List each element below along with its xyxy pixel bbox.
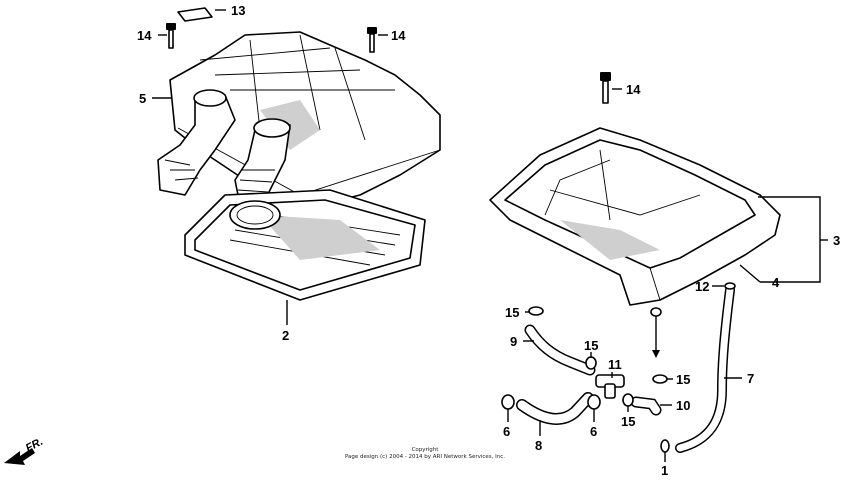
callout-3: 3 xyxy=(833,233,840,248)
label-sticker-13[interactable] xyxy=(177,7,213,22)
callout-14-right: 14 xyxy=(391,28,406,43)
callout-14-case: 14 xyxy=(626,82,641,97)
callout-9: 9 xyxy=(510,334,517,349)
callout-4: 4 xyxy=(772,275,780,290)
callout-6-left: 6 xyxy=(503,424,510,439)
callout-5: 5 xyxy=(139,91,146,106)
hose-10[interactable] xyxy=(630,396,662,416)
callout-12: 12 xyxy=(695,279,709,294)
drain-plug-1[interactable] xyxy=(660,439,670,453)
copyright-line-2: Page design (c) 2004 - 2014 by ARI Netwo… xyxy=(345,454,505,460)
clamp-15-b[interactable] xyxy=(585,356,597,370)
clamp-15-a[interactable] xyxy=(528,306,544,316)
air-cleaner-case[interactable] xyxy=(489,127,781,306)
callout-1: 1 xyxy=(661,463,668,478)
hose-8[interactable] xyxy=(516,392,594,425)
callout-11: 11 xyxy=(608,357,622,372)
bolt-14-case[interactable] xyxy=(600,72,611,104)
callout-15-a: 15 xyxy=(505,305,519,320)
bolt-14-right[interactable] xyxy=(367,27,377,53)
callout-15-c: 15 xyxy=(676,372,690,387)
grommet-12[interactable] xyxy=(724,282,736,290)
clamp-15-d[interactable] xyxy=(622,393,634,407)
front-direction-arrow-icon xyxy=(4,448,35,465)
hose-9[interactable] xyxy=(524,324,596,376)
hose-7[interactable] xyxy=(675,285,735,453)
intake-duct-left[interactable] xyxy=(157,89,236,196)
callout-14-left: 14 xyxy=(137,28,152,43)
clamp-6-a[interactable] xyxy=(501,394,515,410)
bolt-14-left[interactable] xyxy=(166,23,176,49)
callout-6-right: 6 xyxy=(590,424,597,439)
intake-duct-right[interactable] xyxy=(234,118,291,206)
air-filter-element[interactable] xyxy=(184,189,426,301)
callout-10: 10 xyxy=(676,398,690,413)
callout-7: 7 xyxy=(747,371,754,386)
callout-13: 13 xyxy=(231,3,245,18)
callout-8: 8 xyxy=(535,438,542,453)
callout-15-d: 15 xyxy=(621,414,635,429)
clamp-6-b[interactable] xyxy=(587,394,601,410)
clamp-15-c[interactable] xyxy=(652,374,668,384)
callout-2: 2 xyxy=(282,328,289,343)
callout-15-b: 15 xyxy=(584,338,598,353)
front-direction-label: FR. xyxy=(24,436,45,455)
t-joint-11[interactable] xyxy=(595,374,625,399)
copyright-line-1: Copyright xyxy=(412,447,440,453)
leader-lines xyxy=(152,9,828,462)
case-drain-nipple xyxy=(650,307,662,358)
